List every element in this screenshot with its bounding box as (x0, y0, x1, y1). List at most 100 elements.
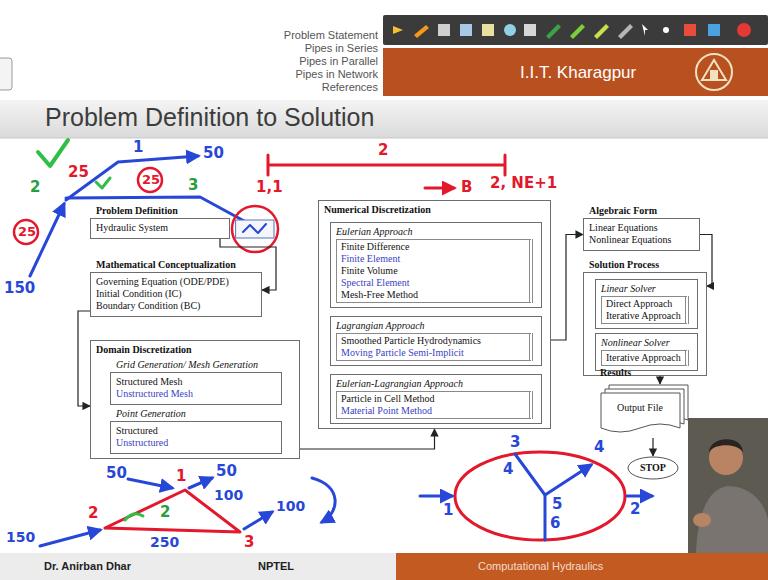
title-anchor: Problem Definition to Solution (45, 105, 374, 130)
node-heading: Nonlinear Solver (601, 337, 689, 349)
callout-number: 25 (18, 225, 36, 238)
toolbar-icon (684, 24, 696, 36)
circle-mark (232, 206, 278, 252)
presenter-hair (709, 439, 743, 452)
node-item: Governing Equation (ODE/PDE) (96, 276, 253, 288)
callout-number: B (461, 180, 472, 195)
title-rule (0, 138, 768, 139)
node-item: Structured (116, 425, 273, 437)
node-item: Finite Difference (341, 241, 525, 253)
node-item: Smoothed Particle Hydrodynamics (341, 335, 525, 347)
node-item: Structured Mesh (116, 376, 273, 388)
node-item: Unstructured Mesh (116, 388, 273, 400)
label-anchor: 100 (276, 499, 305, 513)
label-anchor: 25 (18, 225, 36, 238)
footer-band (396, 553, 768, 580)
flow-connector (300, 429, 435, 449)
flow-connector (551, 235, 583, 341)
menu-item: References (322, 82, 378, 93)
flow-arrow (420, 495, 452, 498)
toolbar-icon (524, 24, 536, 36)
callout-number: 3 (244, 535, 254, 550)
option-box: Eulerian ApproachFinite DifferenceFinite… (330, 222, 542, 308)
node-item: STOP (627, 456, 679, 480)
callout-number: 2, NE+1 (490, 176, 557, 191)
institute-name: I.I.T. Kharagpur (520, 64, 636, 81)
node-heading: Point Generation (116, 408, 273, 420)
label-anchor: Pipes in Network (295, 69, 378, 80)
label-anchor: 1 (176, 469, 186, 484)
label-anchor: Pipes in Parallel (299, 56, 378, 67)
callout-number: 25 (68, 165, 89, 180)
node-item: Moving Particle Semi-Implicit (341, 347, 525, 359)
label-anchor: 1,1 (256, 180, 283, 195)
footer-text: NPTEL (258, 561, 294, 572)
hand-annotations (14, 140, 652, 546)
callout-number: 50 (106, 466, 127, 481)
label-anchor: 4 (594, 440, 604, 455)
pipe-loop (455, 452, 625, 540)
pipe-sketch (66, 156, 198, 200)
header-band (383, 48, 768, 96)
label-anchor: 1 (443, 503, 453, 518)
callout-number: 50 (216, 464, 237, 479)
process-box: Algebraic FormLinear EquationsNonlinear … (583, 218, 700, 251)
callout-number: 100 (214, 488, 243, 502)
callout-number: 3 (188, 178, 198, 193)
label-anchor: Dr. Anirban Dhar (44, 561, 131, 572)
option-box: Lagrangian ApproachSmoothed Particle Hyd… (330, 316, 542, 366)
terminal-outline (628, 457, 678, 479)
circle-mark (14, 220, 38, 244)
video-background (688, 418, 768, 553)
toolbar-icon (460, 24, 472, 36)
toolbar-icon (642, 24, 648, 36)
label-anchor: 4 (503, 462, 513, 477)
node-item: Direct Approach (606, 298, 681, 310)
node-heading: Mathematical Conceptualization (96, 259, 253, 271)
node-heading: Problem Definition (96, 205, 221, 217)
label-anchor: 3 (510, 435, 520, 450)
check-mark (38, 140, 68, 166)
node-item: Material Point Method (341, 405, 525, 417)
toolbar-icon (393, 26, 403, 34)
label-anchor: 150 (4, 281, 35, 296)
node-heading: Solution Process (589, 259, 698, 271)
flow-arrow (40, 530, 100, 546)
logo-ring (696, 54, 732, 90)
callout-number: 5 (552, 497, 562, 512)
callout-number: 25 (142, 173, 160, 186)
direction-arrow (425, 187, 454, 190)
group-box: Domain DiscretizationGrid Generation/ Me… (90, 340, 300, 459)
toolbar-icon (438, 24, 450, 36)
label-anchor: 2, NE+1 (490, 176, 557, 191)
callout-number: 2 (88, 506, 98, 521)
node-item: Unstructured (116, 437, 273, 449)
logo-mark (702, 60, 726, 80)
toolbar-icon (594, 24, 609, 39)
callout-number: 1 (133, 140, 143, 155)
flow-connector (78, 311, 90, 406)
node-item: Hydraulic System (96, 222, 221, 234)
label-anchor: B (461, 180, 472, 195)
callout-number: 4 (503, 462, 513, 477)
flow-arrow (244, 512, 272, 529)
callout-number: 50 (203, 146, 224, 161)
label-anchor: 50 (203, 146, 224, 161)
element-line (268, 155, 505, 175)
author-name: Dr. Anirban Dhar (44, 561, 131, 572)
callout-number: 150 (4, 281, 35, 296)
node-heading: Domain Discretization (96, 344, 291, 356)
flow-connector (659, 376, 660, 384)
flow-arrow (545, 465, 591, 495)
callout-number: 6 (550, 516, 560, 531)
callout-number: 2 (378, 143, 388, 158)
node-item: Particle in Cell Method (341, 393, 525, 405)
flow-connector (652, 438, 653, 456)
node-item: Finite Element (341, 253, 525, 265)
node-heading: Algebraic Form (589, 205, 691, 217)
label-anchor: 100 (214, 488, 243, 502)
callout-number: 1 (176, 469, 186, 484)
system-picture (236, 220, 274, 238)
label-anchor: 25 (68, 165, 89, 180)
menu-item: Pipes in Series (305, 43, 378, 54)
